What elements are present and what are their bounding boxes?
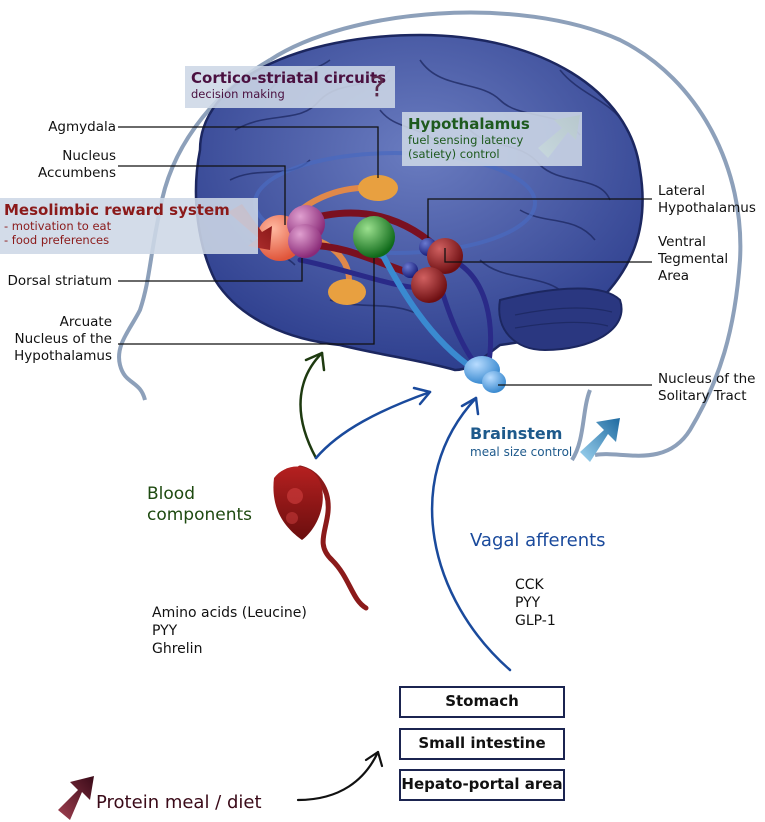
hypothalamus-box: Hypothalamus fuel sensing latency (satie… [402, 112, 582, 166]
organ-hepato-portal: Hepato-portal area [399, 769, 565, 801]
leader-lines [118, 126, 652, 386]
dorsal-striatum-node [288, 224, 322, 258]
organ-stomach: Stomach [399, 686, 565, 718]
arcuate-node-orange [328, 279, 366, 305]
mesolimbic-line-2: - food preferences [4, 233, 110, 247]
vagal-afferents-title: Vagal afferents [470, 530, 606, 551]
blood-drop-icon [273, 465, 369, 611]
mesolimbic-line-1: - motivation to eat [4, 219, 112, 233]
mesolimbic-box: Mesolimbic reward system - motivation to… [0, 198, 258, 254]
nuclei [257, 175, 506, 393]
cortico-sub: decision making [191, 87, 285, 101]
cortico-striatal-box: Cortico-striatal circuits decision makin… [185, 66, 395, 108]
protein-meal-label: Protein meal / diet [96, 792, 262, 813]
label-agmydala: Agmydala [48, 119, 116, 135]
flow-arrows [296, 351, 512, 802]
hypothalamus-line-1: fuel sensing latency [408, 133, 524, 147]
head-outline [117, 10, 743, 462]
brainstem-arrow-icon [580, 418, 620, 462]
question-mark: ? [370, 70, 385, 103]
hypothalamus-node [353, 216, 395, 258]
label-dorsal-striatum: Dorsal striatum [7, 273, 112, 289]
protein-meal-arrow-icon [58, 776, 94, 820]
cortico-title: Cortico-striatal circuits [191, 69, 387, 87]
hypothalamus-line-2: (satiety) control [408, 147, 500, 161]
organ-small-intestine: Small intestine [399, 728, 565, 760]
nts-node-small [482, 371, 506, 393]
vta-small-node [402, 262, 418, 278]
vta-node-lower [411, 267, 447, 303]
mesolimbic-title: Mesolimbic reward system [4, 201, 230, 219]
brainstem-label: Brainstem meal size control [470, 424, 573, 459]
amygdala-node [358, 175, 398, 201]
hypothalamus-title: Hypothalamus [408, 115, 530, 133]
